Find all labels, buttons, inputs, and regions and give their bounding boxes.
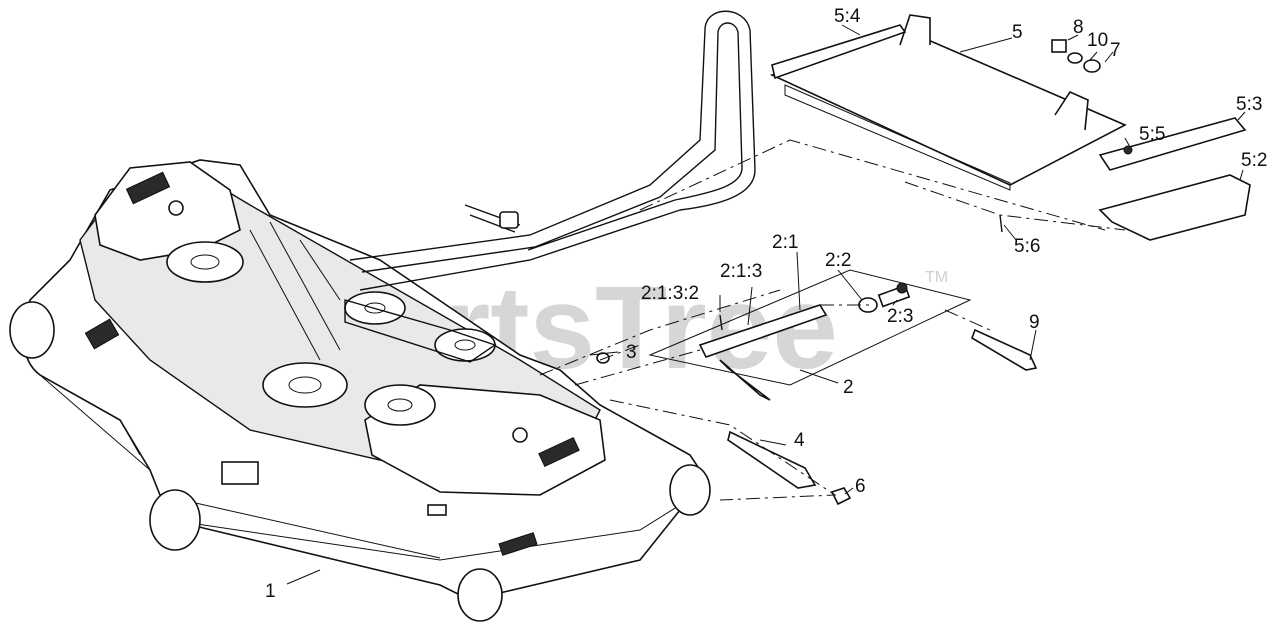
callout-8[interactable]: 8 [1073, 17, 1084, 38]
callout-2-1-3[interactable]: 2:1:3 [720, 261, 762, 282]
mower-deck[interactable] [9, 159, 711, 622]
deck-lift-handle[interactable] [349, 10, 756, 291]
callout-7[interactable]: 7 [1110, 40, 1121, 61]
callout-2-1-3-2[interactable]: 2:1:3:2 [641, 283, 699, 304]
callout-5-5[interactable]: 5:5 [1139, 124, 1165, 145]
mounting-hardware[interactable] [596, 269, 1038, 506]
callout-5-2[interactable]: 5:2 [1241, 150, 1267, 171]
callout-2[interactable]: 2 [843, 377, 854, 398]
callout-10[interactable]: 10 [1087, 30, 1108, 51]
callout-labels: 1 2 2:1 2:1:3 2:1:3:2 2:2 2:3 3 4 5 5:2 … [265, 6, 1267, 602]
callout-4[interactable]: 4 [794, 430, 805, 451]
callout-9[interactable]: 9 [1029, 312, 1040, 333]
watermark-trademark: TM [925, 269, 948, 286]
callout-5-6[interactable]: 5:6 [1014, 236, 1040, 257]
callout-5-4[interactable]: 5:4 [834, 6, 861, 27]
cover-plate-assembly[interactable] [769, 14, 1251, 241]
callout-6[interactable]: 6 [855, 476, 866, 497]
callout-2-2[interactable]: 2:2 [825, 250, 851, 271]
callout-5[interactable]: 5 [1012, 22, 1023, 43]
assembly-lines [539, 139, 1126, 501]
callout-2-1[interactable]: 2:1 [772, 232, 798, 253]
callout-5-3[interactable]: 5:3 [1236, 94, 1262, 115]
callout-3[interactable]: 3 [626, 342, 637, 363]
callout-1[interactable]: 1 [265, 581, 276, 602]
callout-2-3[interactable]: 2:3 [887, 306, 913, 327]
leader-lines [286, 24, 1246, 585]
